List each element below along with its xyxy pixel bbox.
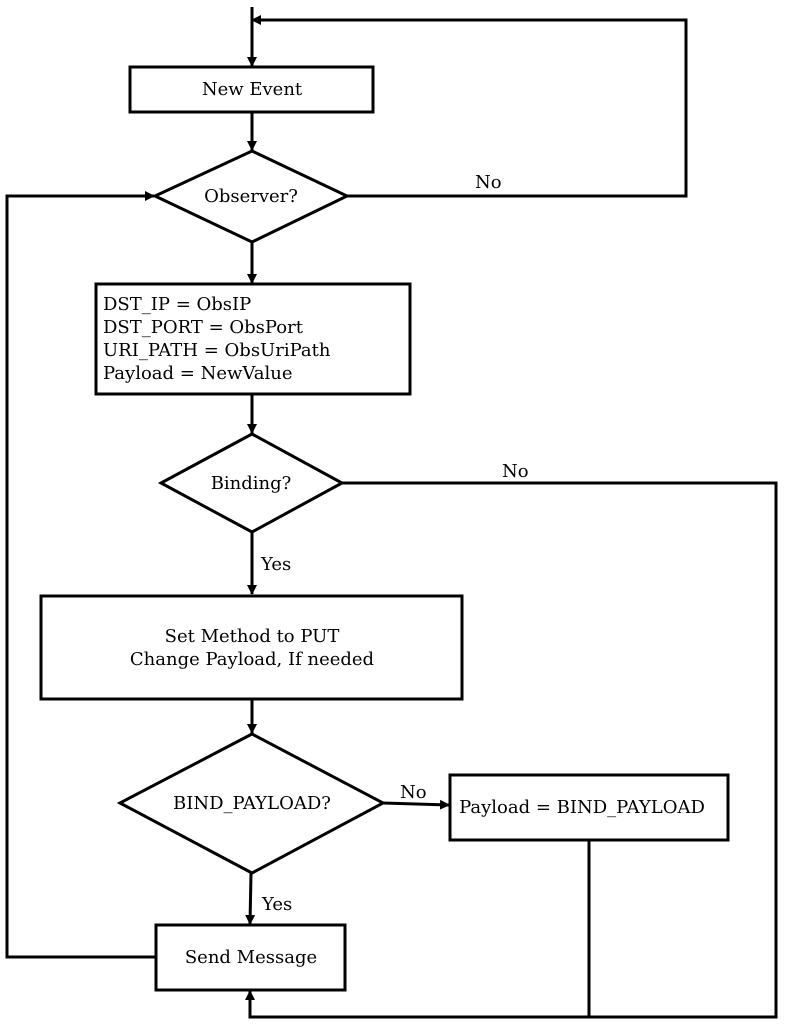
binding-yes-label: Yes: [260, 554, 291, 575]
payload-assign-node: [448, 773, 730, 842]
bind-payload-no-label: No: [400, 782, 427, 803]
bind-payload-decision: [116, 732, 387, 875]
new-event-node: [128, 65, 375, 114]
binding-decision-label: Binding?: [211, 473, 292, 494]
set-method-line-1: Set Method to PUT: [165, 626, 340, 647]
edges: [5, 7, 778, 1019]
payload-assign-label: Payload = BIND_PAYLOAD: [459, 797, 705, 818]
edge-send-to-observer: [5, 191, 156, 959]
send-message-label: Send Message: [185, 947, 317, 968]
new-event-label: New Event: [202, 79, 303, 100]
bind-payload-yes-label: Yes: [261, 894, 292, 915]
edge-observer-no: [251, 15, 688, 198]
assign-line-4: Payload = NewValue: [103, 363, 292, 384]
binding-no-label: No: [502, 461, 529, 482]
observer-no-label: No: [475, 172, 502, 193]
binding-decision: [157, 432, 346, 534]
set-method-node: [39, 594, 464, 701]
bind-payload-decision-label: BIND_PAYLOAD?: [173, 793, 331, 814]
assign-line-2: DST_PORT = ObsPort: [103, 317, 304, 338]
observer-decision-label: Observer?: [204, 186, 298, 207]
edge-bind-payload-yes: [245, 872, 256, 925]
edge-binding-no: [245, 481, 778, 1019]
send-message-node: [154, 923, 347, 992]
assign-line-3: URI_PATH = ObsUriPath: [103, 340, 331, 361]
assign-block-node: [94, 282, 412, 396]
edge-bind-payload-no: [382, 799, 450, 810]
nodes: New Event Observer? DST_IP = ObsIP DST_P…: [39, 65, 730, 992]
assign-line-1: DST_IP = ObsIP: [103, 294, 251, 315]
observer-decision: [151, 149, 351, 244]
set-method-line-2: Change Payload, If needed: [130, 649, 374, 670]
edge-labels: No No Yes No Yes: [260, 172, 529, 915]
